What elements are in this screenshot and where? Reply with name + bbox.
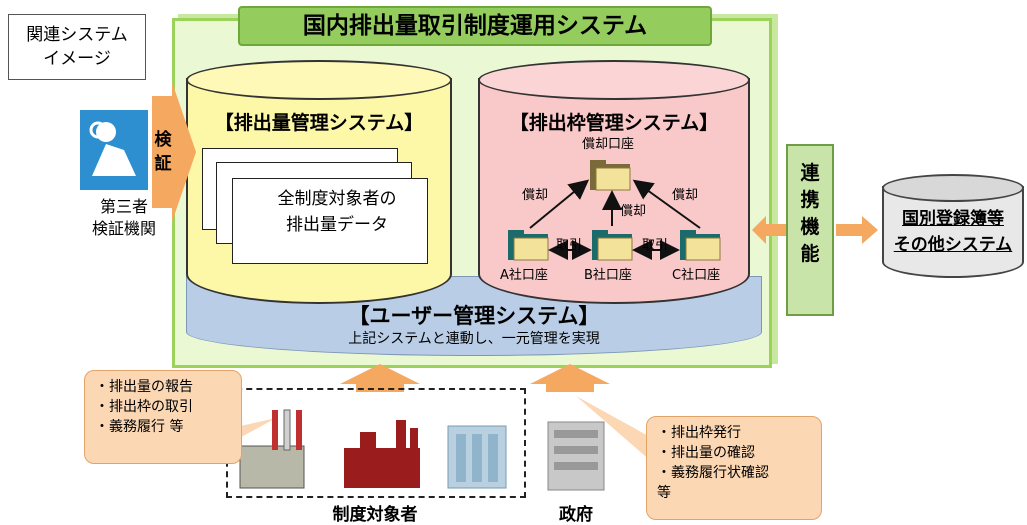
emission-data-text: 全制度対象者の 排出量データ	[242, 186, 432, 238]
participants-box	[226, 388, 526, 498]
factory-red-icon	[344, 420, 420, 488]
folder-icon	[590, 160, 631, 191]
pc-line3: ・義務履行 等	[95, 419, 184, 435]
link-char4: 能	[800, 243, 820, 265]
external-system-label: 国別登録簿等 その他システム	[882, 206, 1024, 258]
account-b-label: B社口座	[584, 268, 632, 283]
folder-icon	[592, 230, 633, 261]
participants-label: 制度対象者	[332, 505, 418, 525]
folder-icon	[680, 230, 721, 261]
gc-line1: ・排出枠発行	[657, 425, 741, 441]
retire-right-label: 償却	[672, 188, 699, 203]
account-a-label: A社口座	[500, 268, 548, 283]
pc-line2: ・排出枠の取引	[95, 399, 193, 415]
government-up-arrow	[530, 364, 610, 392]
allowance-system-title: 【排出枠管理システム】	[509, 112, 719, 134]
external-line1: 国別登録簿等	[902, 209, 1004, 229]
link-arrow-right	[836, 216, 878, 244]
account-c-label: C社口座	[672, 268, 721, 283]
participants-callout: ・排出量の報告 ・排出枠の取引 ・義務履行 等	[84, 370, 242, 464]
pc-line1: ・排出量の報告	[95, 379, 193, 395]
government-label: 政府	[559, 505, 593, 525]
main-system-title: 国内排出量取引制度運用システム	[238, 6, 712, 46]
link-arrow-left	[752, 216, 786, 244]
government-building-icon	[547, 421, 605, 491]
retire-left-label: 償却	[522, 188, 549, 203]
emission-system-title: 【排出量管理システム】	[214, 112, 424, 134]
user-management-title: 【ユーザー管理システム】	[348, 304, 600, 328]
arrow-c-to-retire	[632, 179, 701, 229]
government-callout-tail	[576, 396, 652, 462]
link-char2: 携	[800, 189, 820, 211]
label-line1: 関連システム	[26, 25, 128, 45]
gc-line4: 等	[657, 485, 671, 501]
verification-arrow	[152, 82, 196, 222]
link-function-box: 連 携 機 能	[786, 144, 834, 316]
emission-system-cylinder-top	[186, 60, 452, 100]
retire-account-label: 償却口座	[582, 137, 635, 152]
link-char3: 機	[800, 216, 820, 238]
verification-label: 検 証	[152, 128, 174, 176]
government-callout: ・排出枠発行 ・排出量の確認 ・義務履行状確認 等	[646, 416, 822, 520]
third-line1: 第三者	[99, 197, 148, 216]
participant-up-arrow	[340, 364, 420, 392]
link-char1: 連	[800, 162, 820, 184]
allowance-flow-graphic	[508, 160, 721, 261]
verify-char1: 検	[154, 130, 172, 150]
building-icon	[447, 425, 507, 489]
verify-char2: 証	[154, 154, 172, 174]
diagram-label-box: 関連システム イメージ	[8, 14, 146, 80]
doc-line2: 排出量データ	[286, 215, 388, 235]
retire-mid-label: 償却	[620, 204, 647, 219]
label-line2: イメージ	[43, 49, 111, 69]
user-management-subtitle: 上記システムと連動し、一元管理を実現	[348, 331, 600, 347]
gc-line3: ・義務履行状確認	[657, 465, 769, 481]
external-system-cylinder-top	[882, 174, 1024, 202]
trade-label-2: 取引	[642, 238, 669, 253]
third-party-label: 第三者 検証機関	[72, 196, 176, 240]
external-line2: その他システム	[893, 235, 1013, 255]
arrow-a-to-retire	[529, 179, 590, 229]
folder-icon	[508, 230, 549, 261]
trade-label-1: 取引	[556, 238, 583, 253]
third-line2: 検証機関	[91, 219, 156, 238]
inspector-icon	[80, 110, 148, 190]
factory-icon	[239, 409, 305, 489]
allowance-system-cylinder-top	[478, 60, 750, 100]
document-front	[232, 178, 428, 264]
doc-line1: 全制度対象者の	[277, 189, 397, 209]
gc-line2: ・排出量の確認	[657, 445, 755, 461]
